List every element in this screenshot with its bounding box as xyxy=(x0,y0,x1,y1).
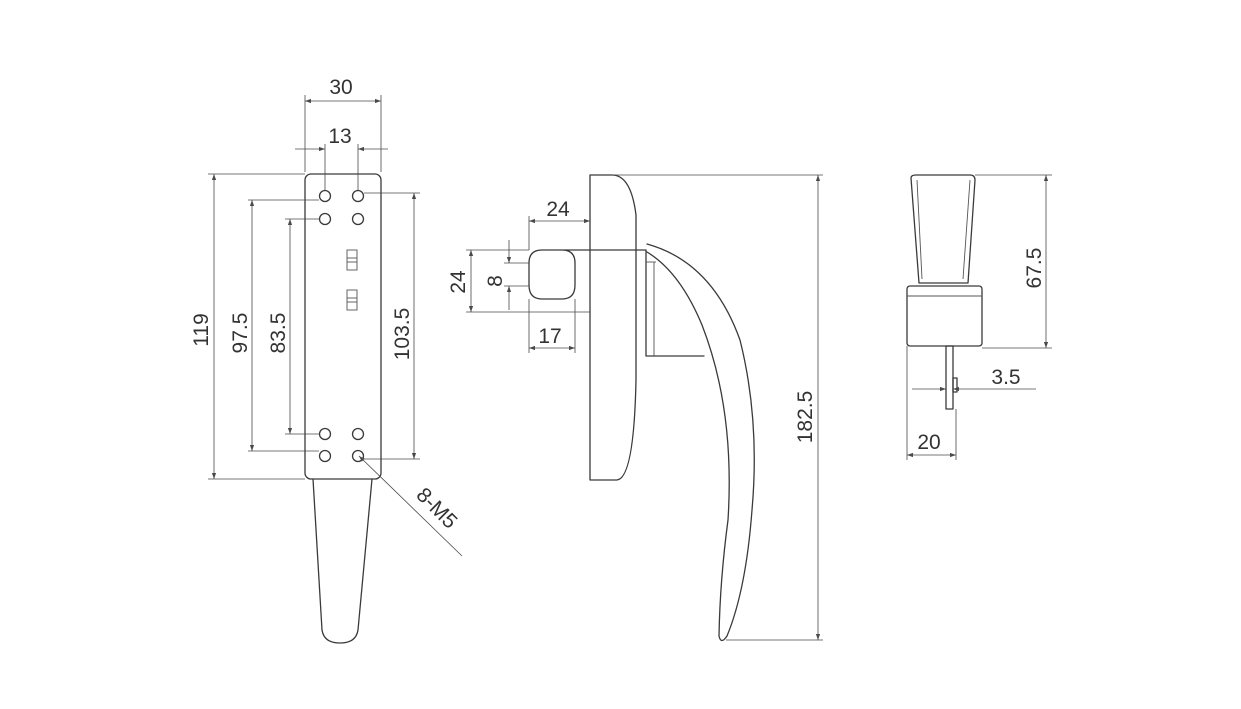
mounting-holes xyxy=(318,189,365,463)
side-view: 24 24 8 17 182.5 xyxy=(447,174,823,642)
dim-plate-width: 30 xyxy=(304,76,382,172)
dim-outer-hole-pitch: 97.5 xyxy=(229,199,319,452)
dim-label-handle-length: 182.5 xyxy=(794,391,817,444)
end-spindle xyxy=(945,345,954,410)
dim-label-right-hole-pitch: 103.5 xyxy=(391,308,414,361)
dim-label-side-base-width: 20 xyxy=(917,431,940,454)
end-view: 67.5 3.5 20 xyxy=(906,174,1052,460)
dim-label-screw-callout: 8-M5 xyxy=(412,483,462,533)
end-grip-inner xyxy=(962,179,971,280)
dim-label-slot-length: 17 xyxy=(538,325,561,348)
end-grip xyxy=(910,174,976,284)
screw-hole xyxy=(351,427,365,441)
dim-label-boss-height: 24 xyxy=(447,270,470,294)
dim-label-hole-spacing: 13 xyxy=(328,125,351,148)
dim-label-spindle-thickness: 3.5 xyxy=(991,366,1020,389)
dim-boss-length: 24 xyxy=(528,198,590,250)
screw-hole xyxy=(318,212,332,226)
dim-label-inner-hole-pitch: 83.5 xyxy=(267,313,290,354)
end-collar xyxy=(906,285,983,347)
screw-hole xyxy=(351,189,365,203)
dim-right-hole-pitch: 103.5 xyxy=(364,192,420,460)
dim-label-boss-length: 24 xyxy=(546,198,570,221)
end-spindle-key xyxy=(952,377,958,393)
screw-hole xyxy=(318,449,332,463)
front-lever xyxy=(312,478,373,644)
dim-side-height: 67.5 xyxy=(975,174,1052,349)
dim-handle-length: 182.5 xyxy=(612,174,823,641)
dim-side-base-width: 20 xyxy=(906,346,957,460)
dim-boss-height: 24 xyxy=(447,249,590,313)
dim-plate-height: 119 xyxy=(190,173,305,480)
dim-label-slot-width: 8 xyxy=(484,275,507,287)
side-lever xyxy=(646,243,755,642)
side-base xyxy=(589,174,637,481)
dim-slot-length: 17 xyxy=(528,299,576,353)
dim-spindle-thickness: 3.5 xyxy=(912,366,1036,392)
dim-hole-spacing: 13 xyxy=(295,125,388,190)
front-view: 30 13 119 97.5 83.5 xyxy=(190,76,463,644)
screw-hole xyxy=(318,189,332,203)
end-grip-inner xyxy=(916,179,923,280)
dim-label-side-height: 67.5 xyxy=(1023,248,1046,289)
dim-slot-width: 8 xyxy=(484,240,529,310)
screw-hole xyxy=(318,427,332,441)
screw-callout: 8-M5 xyxy=(358,455,463,557)
dim-inner-hole-pitch: 83.5 xyxy=(267,218,319,435)
dim-label-outer-hole-pitch: 97.5 xyxy=(229,313,252,354)
spindle-slot xyxy=(528,249,591,300)
dim-label-plate-height: 119 xyxy=(190,313,213,346)
base-plate xyxy=(304,173,382,480)
screw-hole xyxy=(351,212,365,226)
dim-label-plate-width: 30 xyxy=(329,76,352,99)
screw-hole xyxy=(351,449,365,463)
side-boss xyxy=(589,249,705,357)
center-slots xyxy=(346,249,358,311)
